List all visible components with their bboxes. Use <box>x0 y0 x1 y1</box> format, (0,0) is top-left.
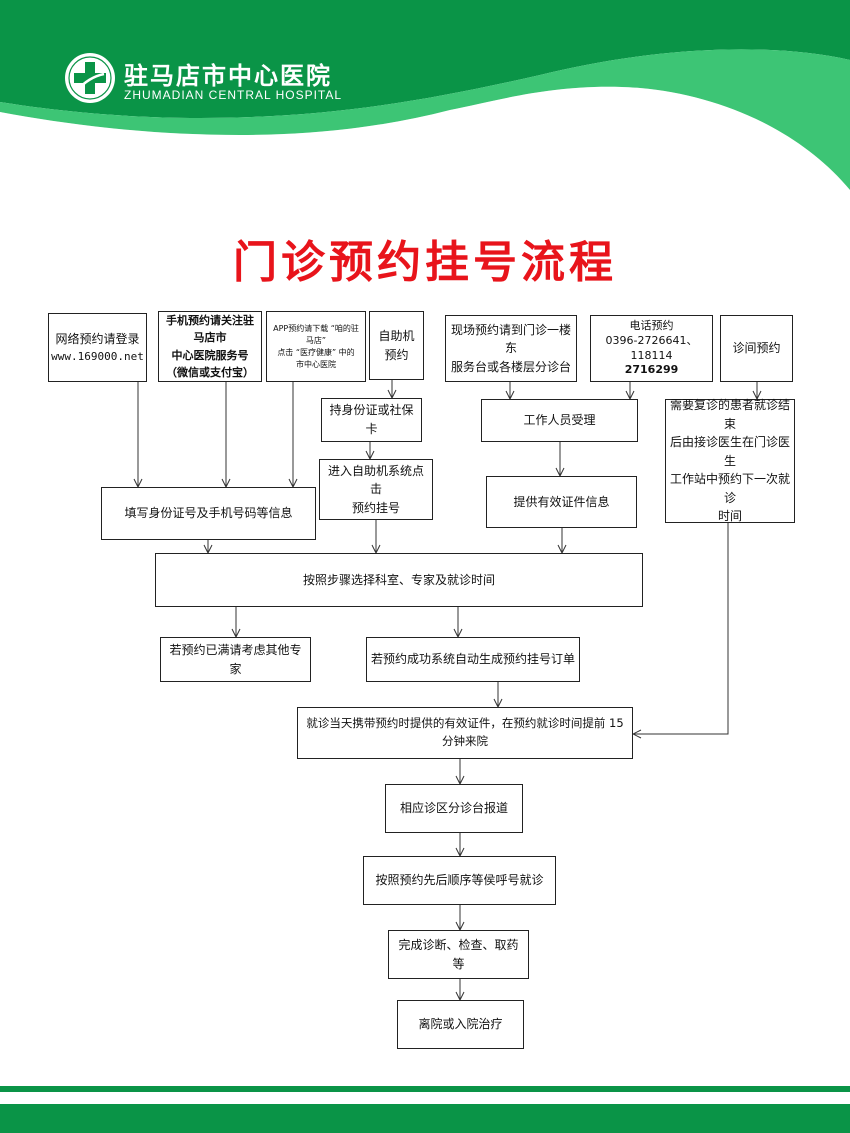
step-revisit-line2: 后由接诊医生在门诊医生 <box>670 435 791 468</box>
channel-app-line2: 点击 “医疗健康” 中的 <box>277 347 355 357</box>
channel-wechat-box: 手机预约请关注驻马店市 中心医院服务号 （微信或支付宝） <box>158 311 262 382</box>
step-select-box: 按照步骤选择科室、专家及就诊时间 <box>155 553 643 607</box>
channel-wechat-line3: （微信或支付宝） <box>166 365 254 379</box>
step-fill-info-box: 填写身份证号及手机号码等信息 <box>101 487 316 540</box>
channel-wechat-line2: 中心医院服务号 <box>171 348 249 362</box>
channel-kiosk-line1: 自助机 <box>378 328 415 343</box>
step-full-text: 若预约已满请考虑其他专家 <box>169 642 302 676</box>
step-fill-info-text: 填写身份证号及手机号码等信息 <box>124 506 293 521</box>
step-revisit-line3: 工作站中预约下一次就诊 <box>670 472 791 505</box>
hospital-name-cn: 驻马店市中心医院 <box>124 62 332 90</box>
step-id-card-text: 持身份证或社保卡 <box>329 403 414 436</box>
channel-wechat-line1: 手机预约请关注驻马店市 <box>166 314 254 345</box>
channel-kiosk-box: 自助机 预约 <box>369 311 424 380</box>
hospital-name-en: ZHUMADIAN CENTRAL HOSPITAL <box>124 88 343 102</box>
step-success-box: 若预约成功系统自动生成预约挂号订单 <box>366 637 580 682</box>
step-wait-box: 按照预约先后顺序等侯呼号就诊 <box>363 856 556 905</box>
channel-onsite-line2: 服务台或各楼层分诊台 <box>450 359 571 374</box>
channel-phone-number1: 0396-2726641、118114 <box>605 333 698 362</box>
step-provide-id-box: 提供有效证件信息 <box>486 476 637 528</box>
step-leave-box: 离院或入院治疗 <box>397 1000 524 1049</box>
step-staff-box: 工作人员受理 <box>481 399 638 442</box>
channel-online-line1: 网络预约请登录 <box>55 331 140 346</box>
hospital-logo-icon <box>65 53 115 103</box>
channel-phone-number2: 2716299 <box>624 363 679 377</box>
step-kiosk-system-line2: 预约挂号 <box>351 500 400 515</box>
channel-clinic-line1: 诊间预约 <box>732 341 781 356</box>
channel-onsite-box: 现场预约请到门诊一楼东 服务台或各楼层分诊台 <box>445 315 577 382</box>
channel-phone-line1: 电话预约 <box>629 318 674 332</box>
channel-app-line3: 市中心医院 <box>296 359 336 369</box>
step-staff-text: 工作人员受理 <box>523 413 596 428</box>
channel-online-url: www.169000.net <box>51 350 144 364</box>
channel-clinic-box: 诊间预约 <box>720 315 793 382</box>
channel-app-line1: APP预约请下载 “咱的驻马店” <box>273 323 359 345</box>
step-revisit-box: 需要复诊的患者就诊结束 后由接诊医生在门诊医生 工作站中预约下一次就诊 时间 <box>665 397 795 524</box>
step-kiosk-system-line1: 进入自助机系统点击 <box>327 463 424 497</box>
step-report-box: 相应诊区分诊台报道 <box>385 784 523 833</box>
step-complete-box: 完成诊断、检查、取药等 <box>388 930 529 979</box>
page-title: 门诊预约挂号流程 <box>233 237 617 288</box>
step-wait-text: 按照预约先后顺序等侯呼号就诊 <box>375 873 544 888</box>
step-arrive-box: 就诊当天携带预约时提供的有效证件，在预约就诊时间提前 15 分钟来院 <box>297 707 633 759</box>
step-select-text: 按照步骤选择科室、专家及就诊时间 <box>302 572 495 587</box>
step-complete-text: 完成诊断、检查、取药等 <box>398 937 519 971</box>
channel-kiosk-line2: 预约 <box>384 347 409 362</box>
step-revisit-line1: 需要复诊的患者就诊结束 <box>670 397 791 431</box>
step-kiosk-system-box: 进入自助机系统点击 预约挂号 <box>319 459 433 520</box>
step-full-box: 若预约已满请考虑其他专家 <box>160 637 311 682</box>
step-id-card-box: 持身份证或社保卡 <box>321 398 422 442</box>
step-leave-text: 离院或入院治疗 <box>418 1017 503 1032</box>
step-arrive-text: 就诊当天携带预约时提供的有效证件，在预约就诊时间提前 15 分钟来院 <box>306 716 624 748</box>
channel-online-box: 网络预约请登录 www.169000.net <box>48 313 147 382</box>
channel-phone-box: 电话预约 0396-2726641、118114 2716299 <box>590 315 713 382</box>
channel-app-box: APP预约请下载 “咱的驻马店” 点击 “医疗健康” 中的 市中心医院 <box>266 311 366 382</box>
step-report-text: 相应诊区分诊台报道 <box>399 801 508 816</box>
step-success-text: 若预约成功系统自动生成预约挂号订单 <box>371 652 576 667</box>
step-revisit-line4: 时间 <box>717 509 742 524</box>
step-provide-id-text: 提供有效证件信息 <box>513 494 610 509</box>
channel-onsite-line1: 现场预约请到门诊一楼东 <box>450 322 571 356</box>
